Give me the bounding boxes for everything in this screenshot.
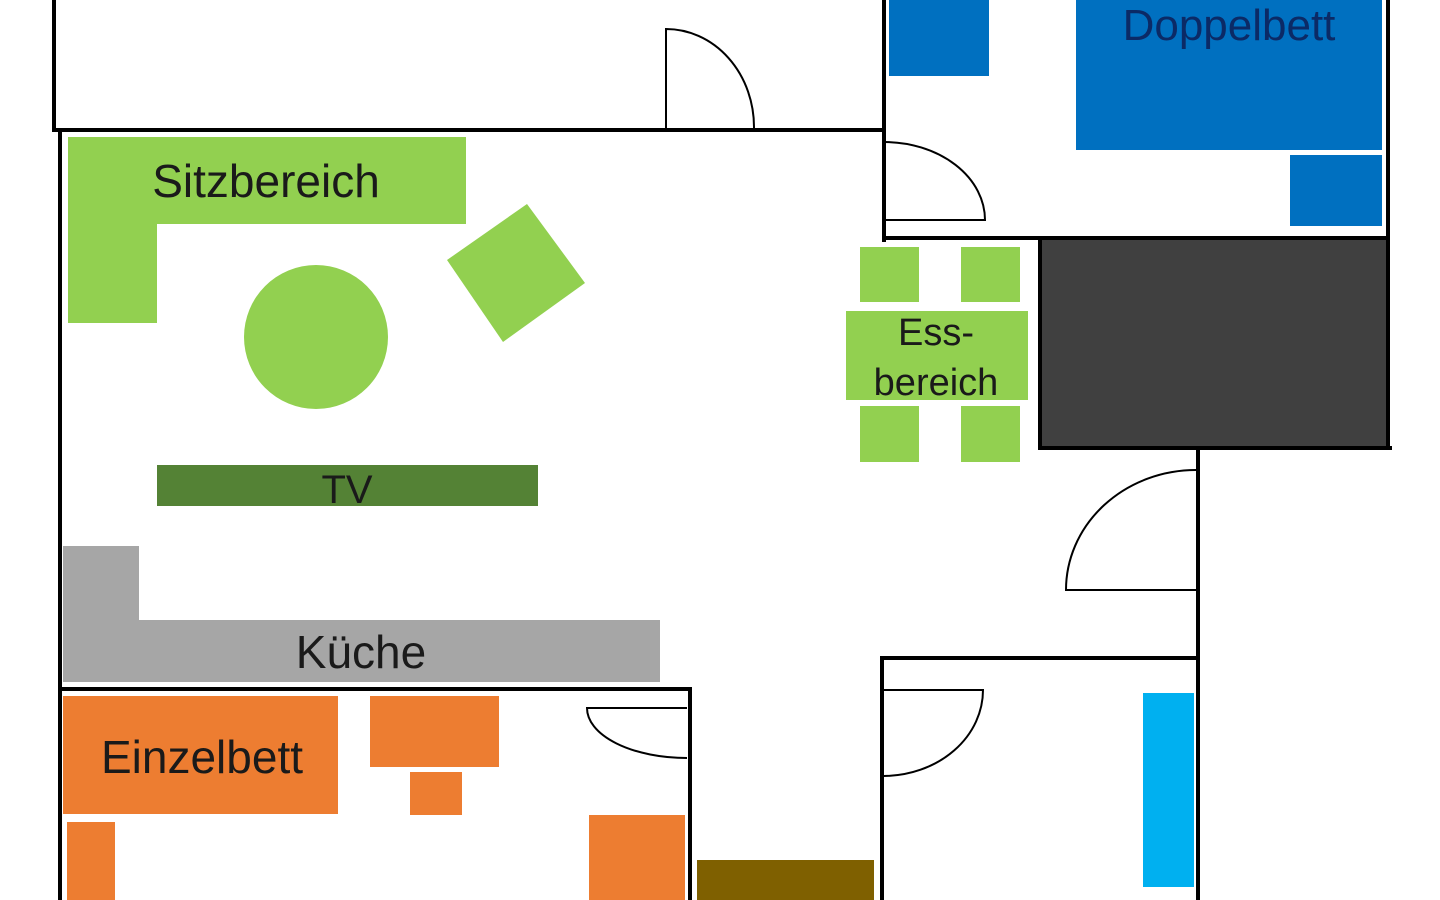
hall-cabinet	[697, 860, 874, 900]
dining-label-line2: bereich	[874, 362, 999, 404]
chair	[410, 772, 462, 815]
shelf	[67, 822, 115, 900]
door-swing	[665, 27, 756, 129]
desk	[370, 696, 499, 767]
door-swing	[1064, 469, 1197, 591]
sofa-l-shape	[68, 137, 466, 323]
armchair	[447, 204, 585, 342]
doors	[585, 27, 1197, 777]
dining-chair	[961, 247, 1020, 302]
dining-chair	[860, 247, 919, 302]
seating-label: Sitzbereich	[152, 155, 380, 207]
dining-label-line1: Ess-	[898, 312, 974, 354]
bathtub	[1143, 693, 1194, 887]
tv-unit	[157, 465, 538, 506]
single-bed	[63, 696, 338, 814]
nightstand	[889, 0, 989, 76]
door-swing	[883, 689, 985, 777]
dining-chair	[860, 406, 919, 462]
walls	[52, 0, 1392, 900]
double-bed-label: Doppelbett	[1123, 1, 1336, 50]
kitchen-counter	[63, 546, 660, 682]
dining-chair	[961, 406, 1020, 462]
nightstand	[1290, 155, 1382, 226]
tv-label: TV	[321, 468, 372, 512]
single-bed-label: Einzelbett	[101, 731, 303, 783]
dark-block	[1040, 238, 1390, 448]
round-table	[244, 265, 388, 409]
kitchen-label: Küche	[296, 626, 426, 678]
door-swing	[585, 707, 688, 759]
double-bed	[1076, 0, 1382, 150]
wardrobe	[589, 815, 685, 900]
door-swing	[883, 141, 987, 221]
dining-table	[846, 311, 1028, 400]
